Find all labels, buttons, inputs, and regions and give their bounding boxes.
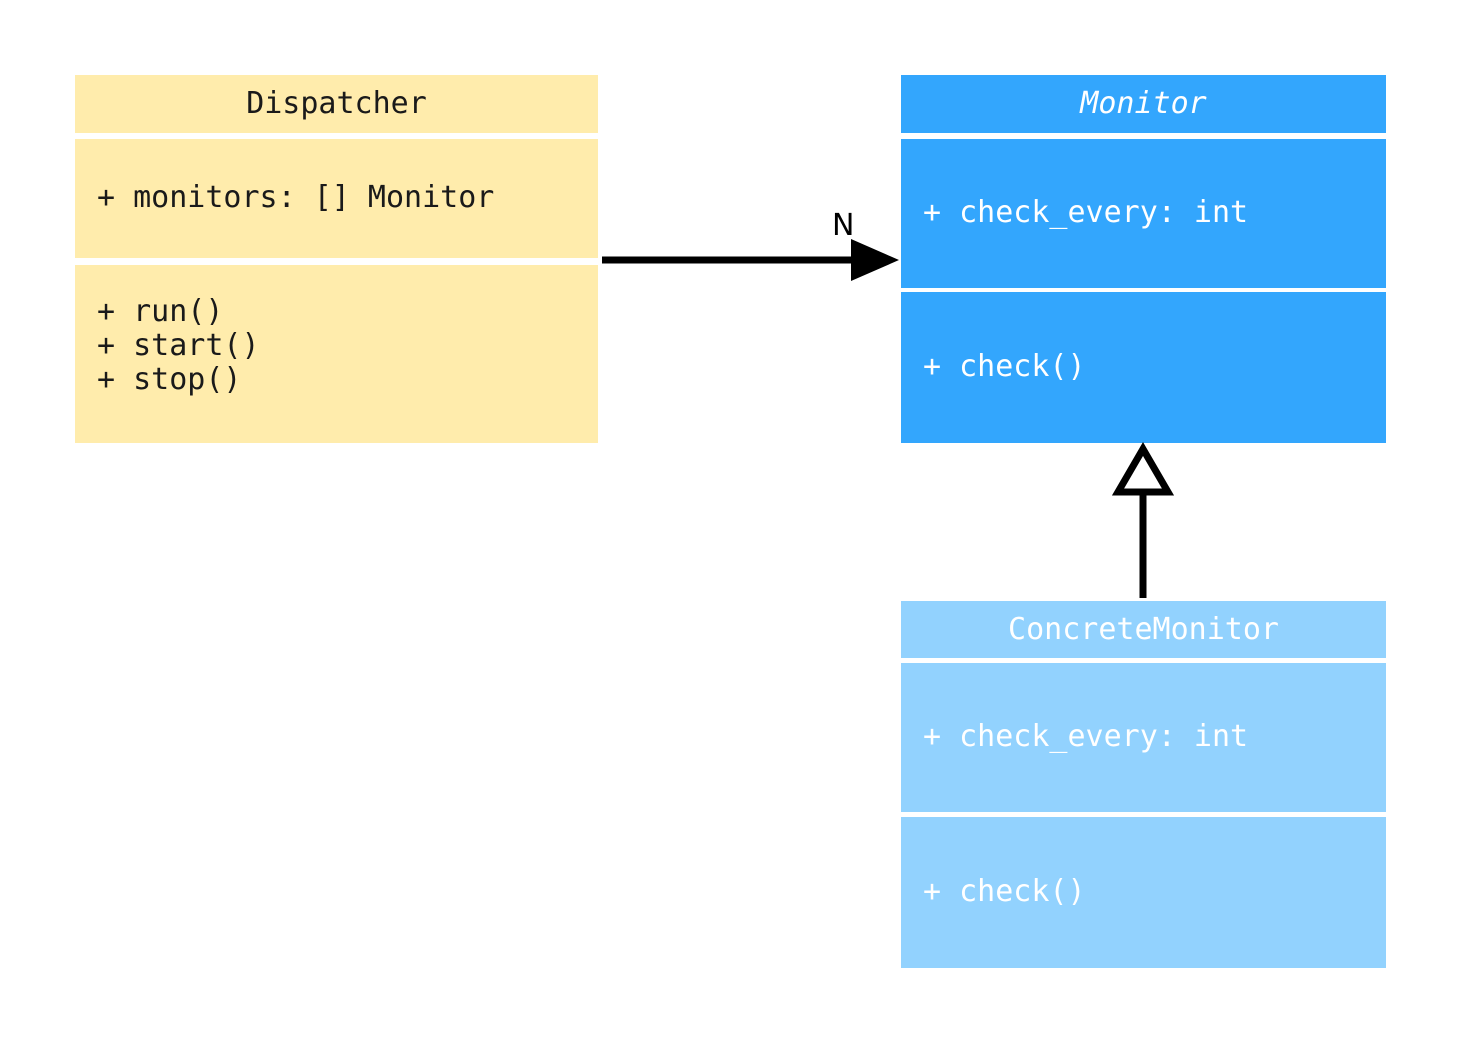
class-name-monitor: Monitor (1080, 86, 1207, 121)
class-title-band-concrete-monitor: ConcreteMonitor (901, 601, 1386, 658)
class-box-dispatcher[interactable]: Dispatcher + monitors: [] Monitor + run(… (75, 75, 598, 443)
class-attributes-band-dispatcher: + monitors: [] Monitor (75, 139, 598, 258)
class-methods-band-dispatcher: + run() + start() + stop() (75, 265, 598, 443)
class-attributes-band-concrete-monitor: + check_every: int (901, 663, 1386, 812)
class-title-band-monitor: Monitor (901, 75, 1386, 133)
class-methods-band-concrete-monitor: + check() (901, 817, 1386, 968)
class-name-dispatcher: Dispatcher (246, 86, 427, 121)
class-methods-monitor: + check() (923, 349, 1086, 384)
class-attributes-monitor: + check_every: int (923, 195, 1249, 230)
class-attributes-band-monitor: + check_every: int (901, 139, 1386, 288)
class-attributes-dispatcher: + monitors: [] Monitor (97, 180, 495, 215)
association-arrowhead-icon (851, 239, 899, 281)
class-attributes-concrete-monitor: + check_every: int (923, 719, 1249, 754)
class-box-concrete-monitor[interactable]: ConcreteMonitor + check_every: int + che… (901, 601, 1386, 968)
class-name-concrete-monitor: ConcreteMonitor (1008, 612, 1279, 647)
class-methods-concrete-monitor: + check() (923, 874, 1086, 909)
class-title-band-dispatcher: Dispatcher (75, 75, 598, 133)
class-methods-dispatcher: + run() + start() + stop() (97, 294, 260, 397)
association-multiplicity-label: N (832, 208, 855, 243)
class-methods-band-monitor: + check() (901, 292, 1386, 443)
class-box-monitor[interactable]: Monitor + check_every: int + check() (901, 75, 1386, 443)
generalization-hollow-triangle-icon (1111, 442, 1175, 496)
relation-association-dispatcher-monitor (602, 239, 899, 281)
relation-generalization-concrete-monitor-monitor (1111, 442, 1175, 598)
